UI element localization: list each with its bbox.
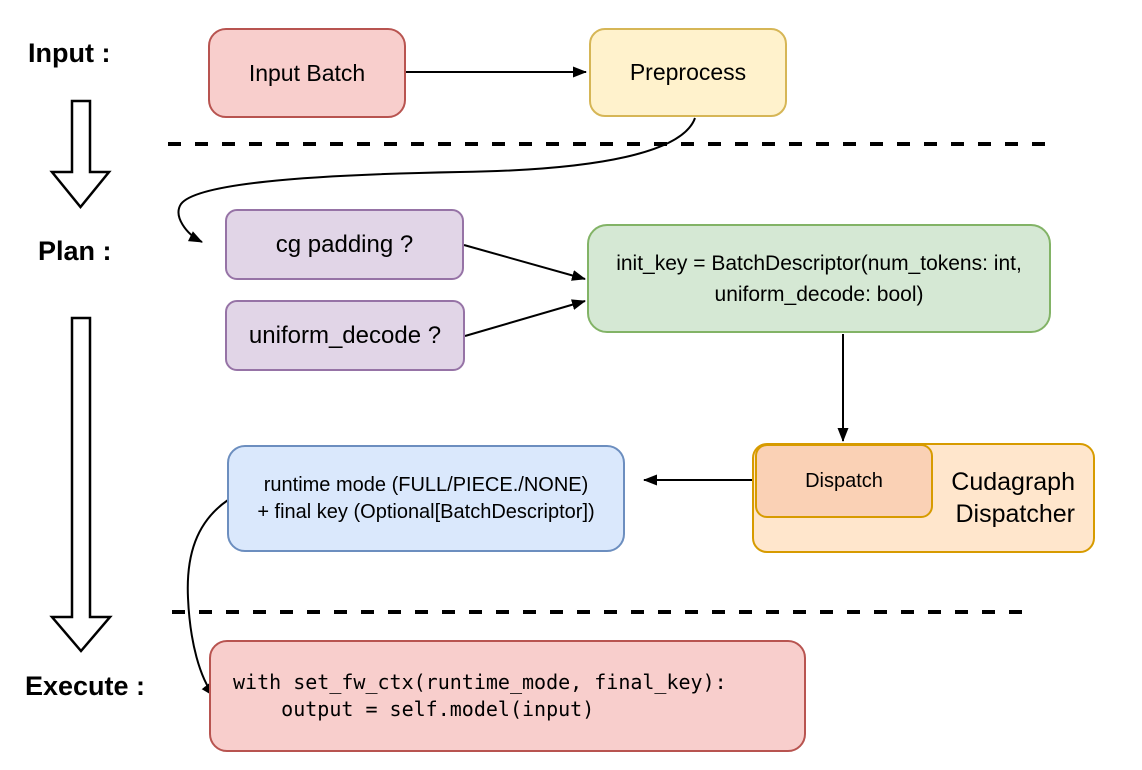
node-dispatch: Dispatch [755,444,933,518]
node-dispatch-label: Dispatch [805,469,883,492]
node-input-batch-label: Input Batch [248,59,366,86]
node-preprocess: Preprocess [589,28,787,117]
arrow-uniformdecode-to-initkey [464,299,586,337]
stage-label-input: Input : [28,38,111,68]
node-input-batch: Input Batch [208,28,406,118]
stage-label-plan: Plan : [38,236,112,266]
node-init-key-line2: uniform_decode: bool) [714,282,924,306]
node-cg-padding: cg padding ? [225,209,464,280]
node-init-key-line1: init_key = BatchDescriptor(num_tokens: i… [616,251,1022,275]
node-uniform-decode-label: uniform_decode ? [248,321,442,349]
node-runtime-result: runtime mode (FULL/PIECE./NONE) + final … [227,445,625,552]
node-cudagraph-dispatcher-line1: Cudagraph [951,468,1075,496]
node-cg-padding-label: cg padding ? [275,230,414,258]
node-uniform-decode: uniform_decode ? [225,300,465,371]
node-init-key: init_key = BatchDescriptor(num_tokens: i… [587,224,1051,333]
stage-label-execute: Execute : [25,671,146,701]
hollow-arrow-input-to-plan [49,99,112,209]
node-execute-code-line2: output = self.model(input) [233,697,595,721]
hollow-arrow-plan-to-execute [49,316,113,653]
node-cudagraph-dispatcher-line2: Dispatcher [955,500,1076,528]
node-execute-code: with set_fw_ctx(runtime_mode, final_key)… [209,640,806,752]
node-execute-code-line1: with set_fw_ctx(runtime_mode, final_key)… [233,670,727,694]
node-runtime-result-line1: runtime mode (FULL/PIECE./NONE) [263,473,589,496]
arrow-cgpadding-to-initkey [463,244,586,281]
node-runtime-result-line2: + final key (Optional[BatchDescriptor]) [257,500,595,523]
node-preprocess-label: Preprocess [629,59,747,85]
